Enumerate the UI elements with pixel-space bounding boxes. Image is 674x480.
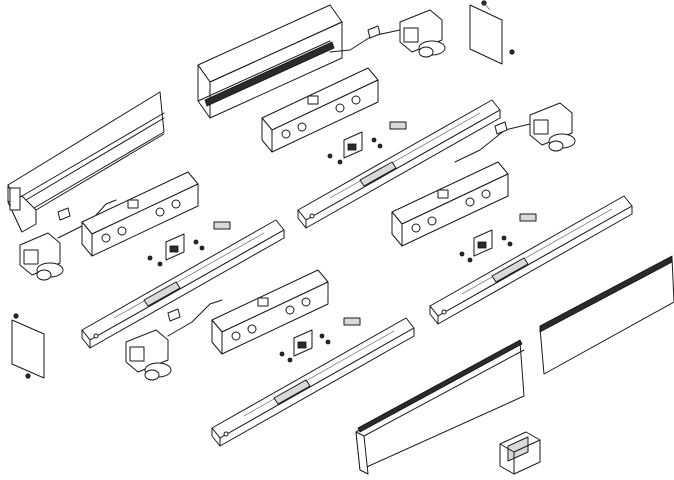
glass-clamp-2 [147, 221, 231, 267]
damper-unit-3 [429, 195, 633, 325]
glass-clamp-3 [459, 213, 537, 263]
roller-carriage-3 [391, 161, 509, 247]
hanger-bracket-top [329, 9, 446, 58]
hanger-bracket-left [19, 199, 117, 281]
damper-unit-1 [297, 99, 501, 229]
hanger-bracket-right [454, 102, 576, 163]
damper-unit-2 [81, 219, 285, 349]
end-cap-plate-left [11, 313, 45, 379]
roller-carriage-1 [261, 67, 379, 153]
cover-strip [539, 255, 674, 375]
damper-unit-4 [211, 317, 415, 447]
roller-carriage-2 [81, 171, 199, 257]
end-cap-plate-top [469, 0, 515, 65]
left-track-profile [7, 91, 165, 233]
glass-clamp-4 [279, 317, 361, 363]
hanger-bracket-lower [125, 299, 223, 381]
floor-guide [499, 431, 541, 475]
top-track-profile [197, 4, 343, 119]
bottom-rail [355, 339, 525, 475]
roller-carriage-4 [211, 269, 329, 355]
glass-clamp-1 [327, 121, 407, 165]
